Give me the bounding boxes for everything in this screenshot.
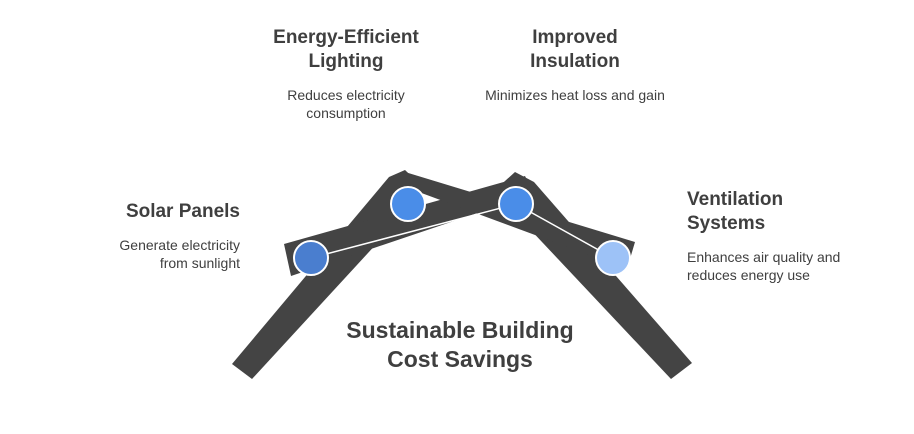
marker-solar-panels xyxy=(293,240,329,276)
solar-panels-title: Solar Panels xyxy=(125,201,240,222)
connector-left xyxy=(310,203,517,259)
improved-insulation-description: Minimizes heat loss and gain xyxy=(485,87,665,103)
main-title: Sustainable Building Cost Savings xyxy=(346,317,574,372)
marker-energy-efficient-lighting xyxy=(390,186,426,222)
marker-ventilation-systems xyxy=(595,240,631,276)
solar-panels-description: Generate electricity from sunlight xyxy=(119,237,240,271)
ventilation-systems-title: Ventilation Systems xyxy=(687,189,784,234)
connector-right xyxy=(515,203,614,259)
improved-insulation-title: Improved Insulation xyxy=(530,27,620,72)
ventilation-systems-description: Enhances air quality and reduces energy … xyxy=(687,249,841,283)
energy-efficient-lighting-title: Energy-Efficient Lighting xyxy=(273,27,419,72)
energy-efficient-lighting-description: Reduces electricity consumption xyxy=(287,87,405,121)
marker-improved-insulation xyxy=(498,186,534,222)
